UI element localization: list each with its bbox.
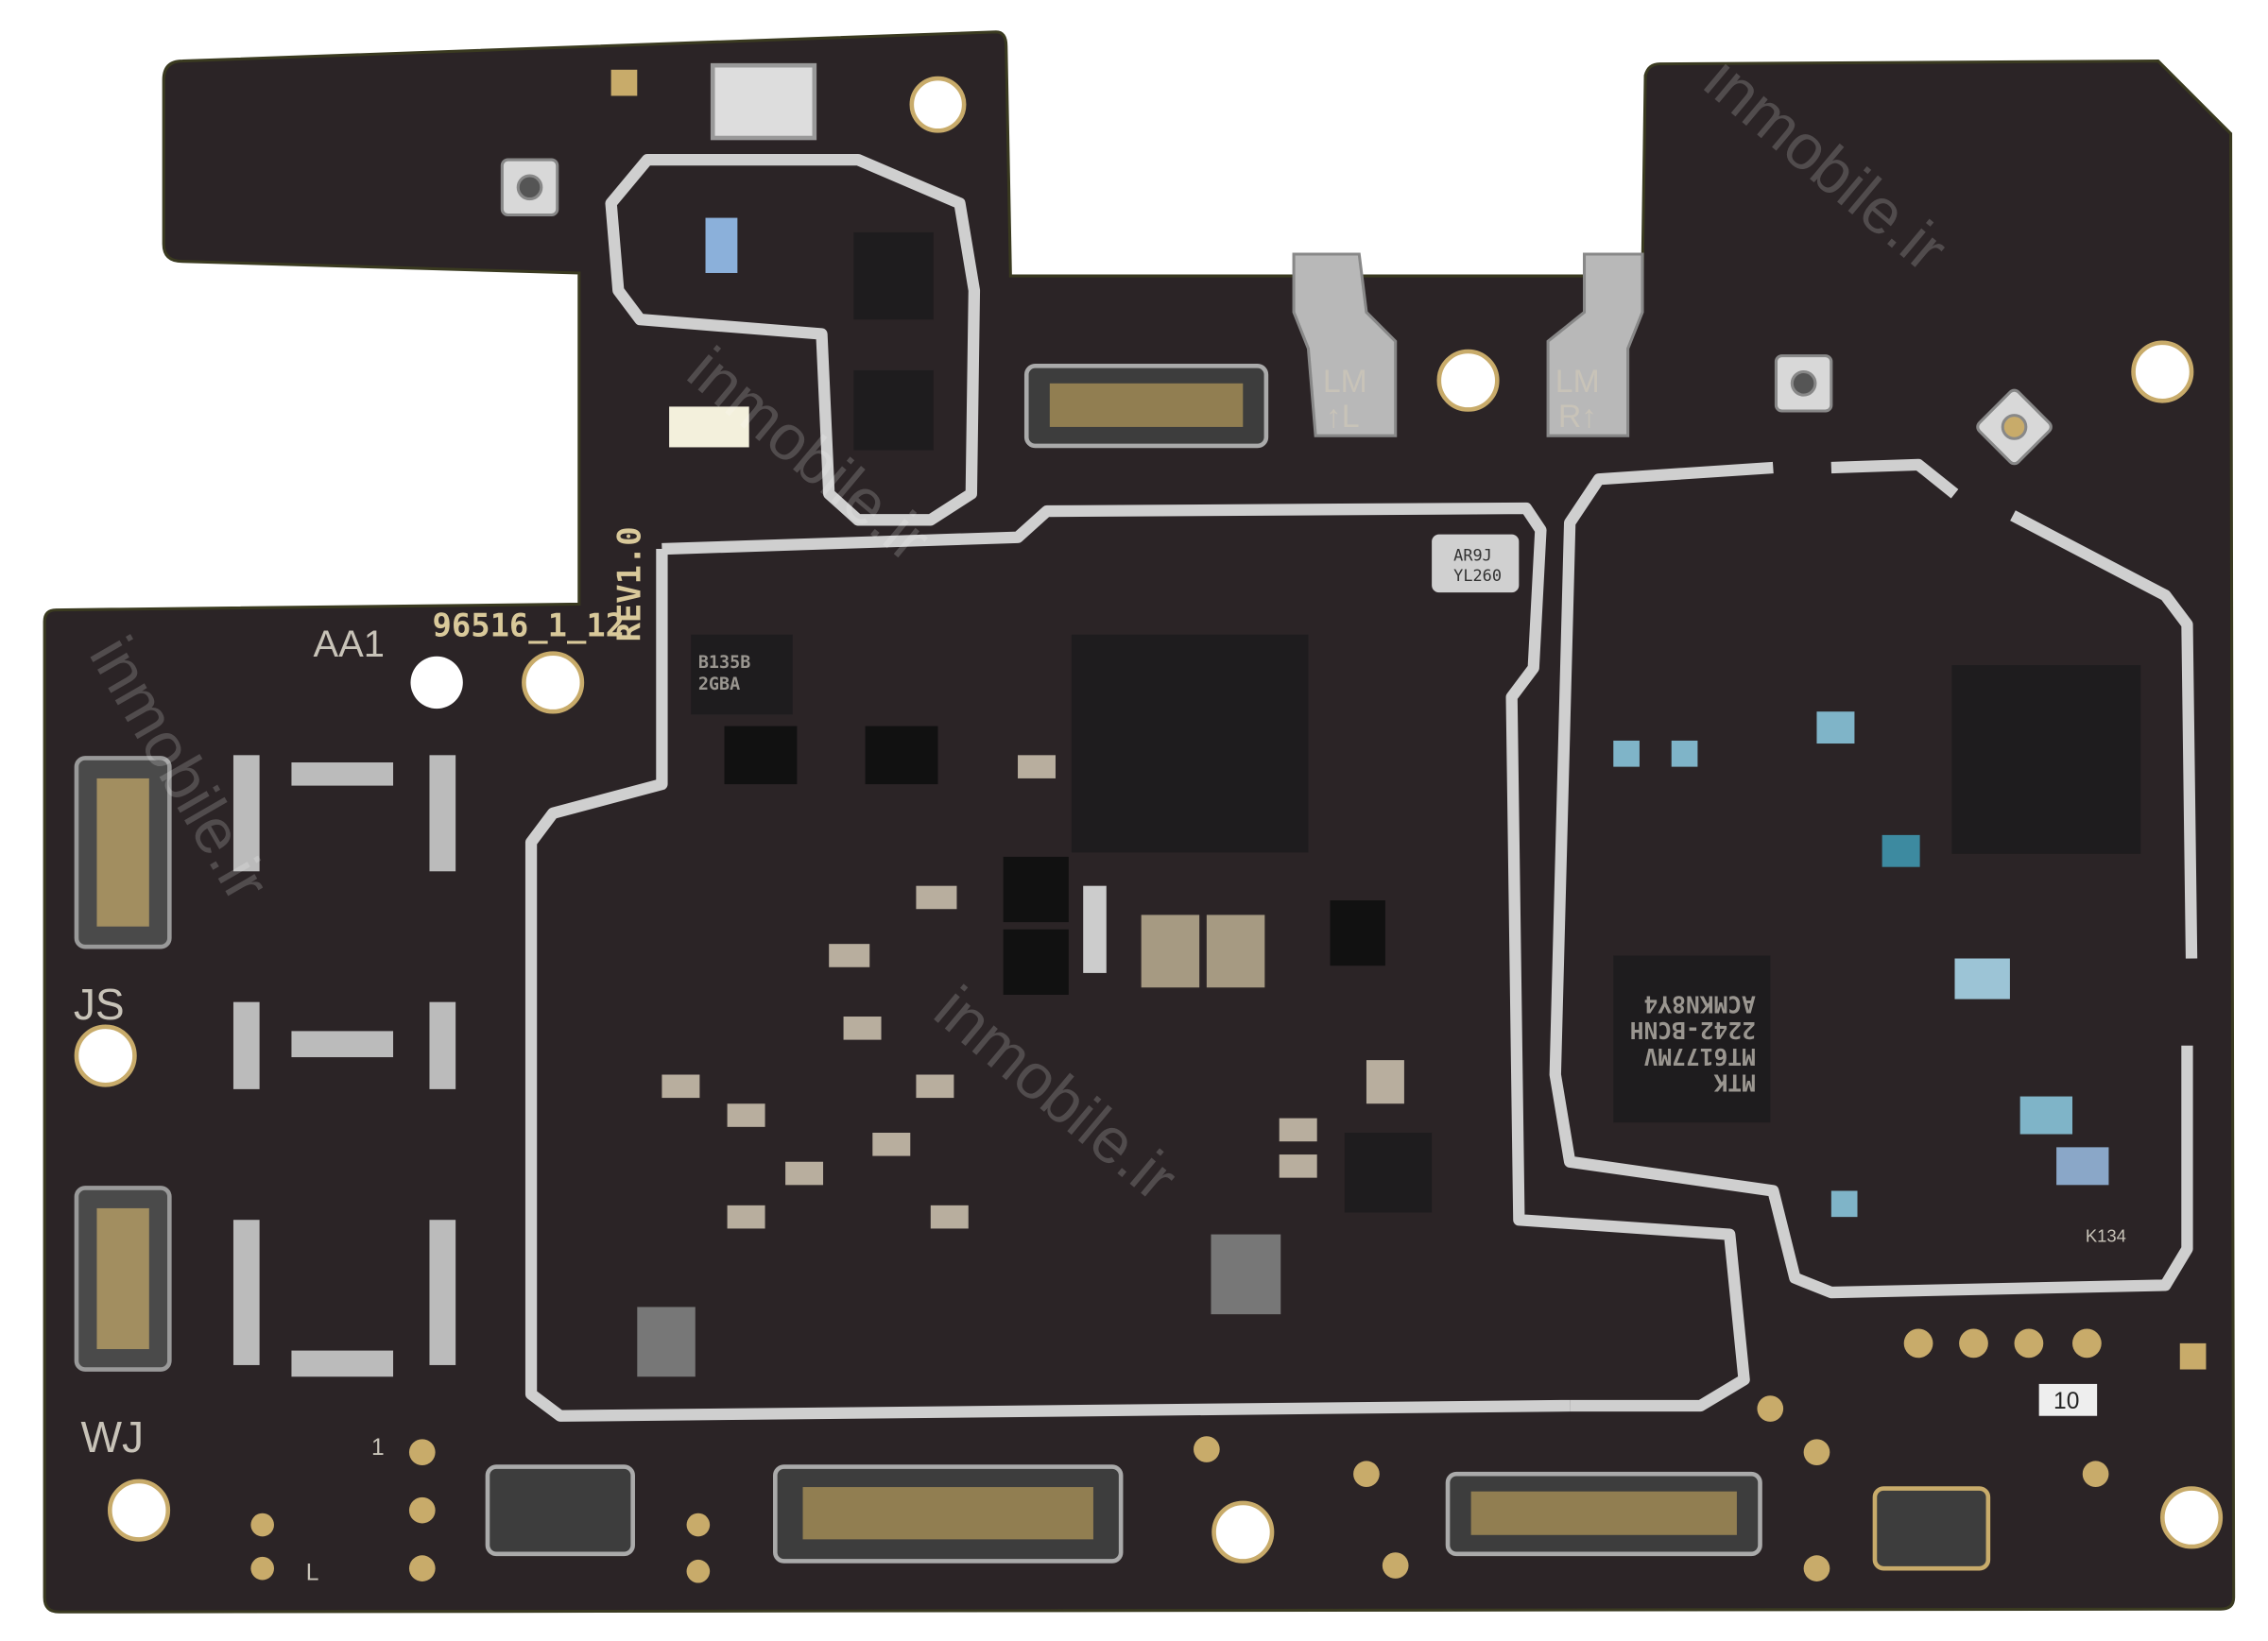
mtk-line-2: MT6177MV (1643, 1043, 1756, 1070)
mtk-line-1: MTK (1713, 1069, 1756, 1097)
silk-1: 1 (371, 1435, 385, 1461)
silk-wj: WJ (81, 1412, 145, 1462)
revision: REV1.0 (610, 526, 647, 641)
antenna-clips (1292, 252, 1644, 437)
silk-l: L (306, 1560, 319, 1585)
passive-components (232, 217, 2109, 1377)
part-number: 96516_1_12 (433, 607, 625, 643)
mtk-line-3: 2242-BCNH (1630, 1017, 1756, 1044)
antenna-right-label-2: R↑ (1558, 399, 1597, 435)
board-connectors (74, 364, 1991, 1571)
label-10-bg (2038, 1383, 2098, 1416)
small-chip-line-1: B135B (698, 653, 751, 673)
test-pads (250, 69, 2207, 1583)
antenna-left-label-2: ↑L (1326, 399, 1360, 435)
rf-shield-frames (524, 153, 2198, 1422)
mtk-chip-marking: MTK MT6177MV 2242-BCNH ACMKN8Y4 (1630, 990, 1756, 1096)
crystal-line-1: AR9J (1453, 545, 1492, 564)
mounting-holes (74, 76, 2224, 1564)
ic-chips (637, 62, 2141, 1377)
small-chip-line-2: 2GBA (698, 675, 740, 694)
crystal-line-2: YL260 (1453, 566, 1502, 585)
rf-coax-connectors (500, 158, 2053, 466)
silk-k134: K134 (2086, 1225, 2126, 1245)
silk-js: JS (74, 980, 125, 1029)
antenna-left-label-1: LM (1323, 364, 1367, 400)
antenna-right-label-1: LM (1555, 364, 1600, 400)
silk-aa1: AA1 (314, 624, 386, 665)
silk-10: 10 (2053, 1389, 2079, 1414)
mtk-line-4: ACMKN8Y4 (1644, 990, 1756, 1017)
